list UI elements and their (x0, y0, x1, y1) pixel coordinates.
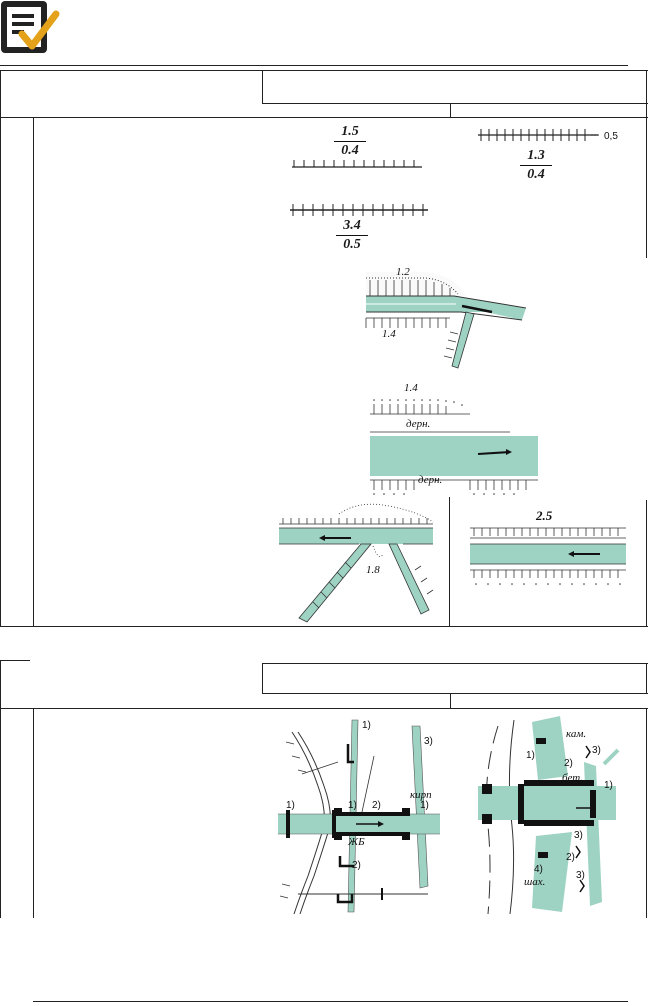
map-right-marker-1b: 1) (604, 780, 613, 791)
diagram-b-turf-lower: дерн. (418, 474, 443, 486)
table1-left-border (0, 70, 1, 626)
map-left-marker-1c: 1) (348, 800, 357, 811)
map-right-label-concrete: бет. (562, 772, 584, 784)
diagram-a-river-branch (365, 266, 536, 376)
table2-top-border (0, 660, 30, 661)
map-right-marker-2a: 2) (564, 758, 573, 769)
map-right-label-gravel: шах. (524, 876, 546, 888)
diagram-c-river-fork (279, 503, 434, 623)
map-right-marker-2b: 2) (566, 852, 575, 863)
table2-header-top-right (262, 663, 648, 664)
table2-right-lower-border (646, 708, 647, 918)
diagram-c-value: 1.8 (366, 564, 380, 576)
header-rule (0, 65, 628, 66)
table2-right-border (646, 663, 647, 693)
diagram-d-straight-river (470, 527, 626, 585)
map-left-label-brick: кирп (410, 789, 432, 801)
map-left-marker-1d: 1) (420, 800, 429, 811)
map-right-bridges (478, 716, 620, 915)
map-right-marker-1a: 1) (526, 750, 535, 761)
table2-mid-header-border (262, 663, 263, 693)
scale-bar-left-top (292, 160, 422, 168)
map-left-bridges (278, 719, 440, 915)
diagram-b-river-turf (370, 396, 538, 495)
footer-rule (33, 1001, 628, 1002)
table1-bottom-border (0, 626, 648, 627)
map-left-label-rc: ЖБ (348, 836, 365, 848)
table1-right-lower-border (646, 500, 647, 627)
map-left-marker-2b: 2) (352, 860, 361, 871)
map-right-marker-3a: 3) (592, 745, 601, 756)
scale-bar-left-bottom (290, 204, 428, 216)
diagram-a-bottom-value: 1.4 (382, 328, 396, 340)
map-left-marker-1b: 1) (286, 800, 295, 811)
table2-number-column (33, 708, 34, 918)
diagram-b-top-value: 1.4 (404, 382, 418, 394)
table1-mid-header-border (262, 70, 263, 104)
map-left-marker-2a: 2) (372, 800, 381, 811)
table1-header-bottom-right (262, 117, 648, 118)
scale-bar-right (478, 129, 599, 141)
table1-header-bottom (0, 117, 262, 118)
diagram-a-top-value: 1.2 (396, 266, 410, 278)
map-right-marker-3c: 3) (576, 870, 585, 881)
table1-right-border (646, 70, 647, 258)
scale-right-side-value: 0,5 (604, 131, 618, 142)
table2-subheader-line (262, 693, 648, 694)
table2-header-bottom (0, 708, 648, 709)
table1-number-column (33, 117, 34, 627)
map-left-marker-3: 3) (424, 736, 433, 747)
table1-top-border (0, 70, 648, 71)
document-check-icon (1, 1, 60, 53)
table1-panel-divider (449, 497, 450, 627)
diagram-d-value: 2.5 (536, 508, 553, 523)
map-right-marker-4: 4) (534, 864, 543, 875)
table2-left-border (0, 660, 1, 918)
diagram-b-turf-upper: дерн. (406, 418, 431, 430)
map-right-marker-3b: 3) (574, 830, 583, 841)
table2-subheader-divider (450, 693, 451, 709)
table1-subheader-divider (450, 103, 451, 117)
map-left-marker-1a: 1) (362, 720, 371, 731)
map-right-label-stone: кам. (566, 728, 587, 740)
table1-subheader-line (262, 103, 648, 104)
